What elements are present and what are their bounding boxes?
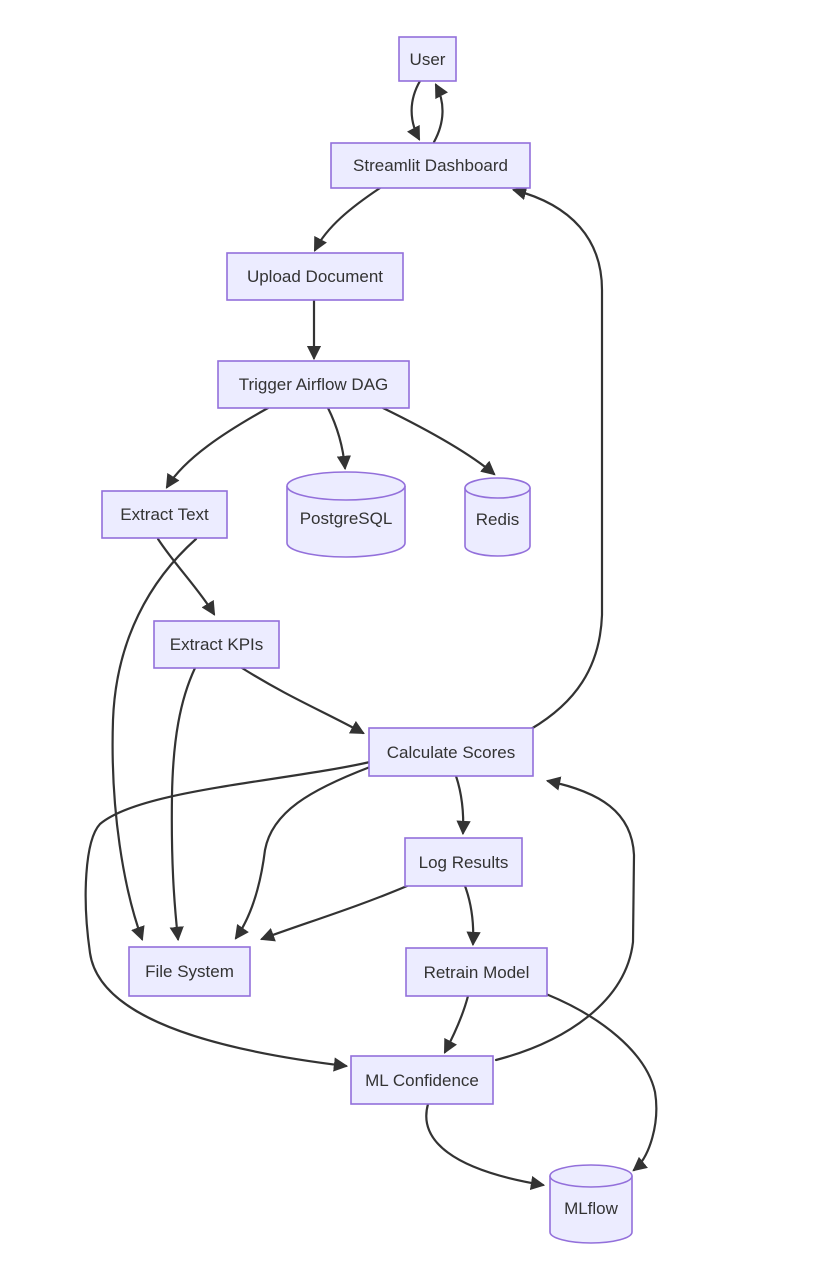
node-user: User [398, 36, 457, 82]
edge-trigger-to-extract-text [165, 406, 270, 489]
edge-log-results-to-retrain-model [463, 884, 481, 947]
edge-streamlit-to-upload [313, 186, 382, 252]
ml-confidence-box [350, 1055, 494, 1105]
postgresql-cylinder-top [286, 471, 406, 501]
trigger-airflow-dag-label: Trigger Airflow DAG [239, 375, 389, 394]
trigger-airflow-dag-box [217, 360, 410, 409]
edge-streamlit-to-user [432, 83, 449, 144]
node-streamlit-dashboard: Streamlit Dashboard [330, 142, 531, 189]
edge-retrain-model-to-ml-confidence [443, 994, 470, 1054]
nodes-layer: User Streamlit Dashboard Upload Document… [101, 36, 633, 1244]
extract-text-box [101, 490, 228, 539]
edge-ml-confidence-to-calculate-scores [494, 776, 636, 1062]
log-results-box [404, 837, 523, 887]
node-trigger-airflow-dag: Trigger Airflow DAG [217, 360, 410, 409]
edge-trigger-to-postgresql [326, 406, 352, 471]
edge-extract-kpis-to-calculate-scores [240, 666, 365, 735]
upload-document-label: Upload Document [247, 267, 383, 286]
node-log-results: Log Results [404, 837, 523, 887]
node-upload-document: Upload Document [226, 252, 404, 301]
edge-log-results-to-file-system [259, 884, 409, 942]
edge-extract-text-to-extract-kpis [156, 537, 216, 616]
ml-confidence-label: ML Confidence [365, 1071, 479, 1090]
edge-extract-kpis-to-file-system [169, 666, 197, 942]
edge-calculate-scores-to-ml-confidence [84, 760, 372, 1072]
file-system-box [128, 946, 251, 997]
mlflow-cylinder-body [549, 1176, 633, 1244]
node-extract-text: Extract Text [101, 490, 228, 539]
postgresql-cylinder-body [286, 486, 406, 558]
edge-ml-confidence-to-mlflow [425, 1102, 546, 1191]
calculate-scores-label: Calculate Scores [387, 743, 516, 762]
edge-calculate-scores-to-file-system [234, 765, 372, 940]
streamlit-dashboard-box [330, 142, 531, 189]
upload-document-box [226, 252, 404, 301]
node-postgresql: PostgreSQL [286, 471, 406, 558]
redis-cylinder-body [464, 488, 531, 557]
calculate-scores-box [368, 727, 534, 777]
edges-layer [84, 79, 658, 1191]
mlflow-label: MLflow [564, 1199, 619, 1218]
extract-kpis-label: Extract KPIs [170, 635, 264, 654]
retrain-model-box [405, 947, 548, 997]
edge-calculate-scores-to-streamlit [511, 186, 604, 731]
user-box [398, 36, 457, 82]
redis-cylinder-top [464, 477, 531, 499]
node-redis: Redis [464, 477, 531, 557]
extract-kpis-box [153, 620, 280, 669]
edge-user-to-streamlit [407, 79, 422, 141]
edge-extract-text-to-file-system [111, 537, 198, 942]
file-system-label: File System [145, 962, 234, 981]
log-results-label: Log Results [419, 853, 509, 872]
extract-text-label: Extract Text [120, 505, 209, 524]
retrain-model-label: Retrain Model [424, 963, 530, 982]
redis-label: Redis [476, 510, 519, 529]
node-file-system: File System [128, 946, 251, 997]
node-mlflow: MLflow [549, 1164, 633, 1244]
streamlit-dashboard-label: Streamlit Dashboard [353, 156, 508, 175]
node-calculate-scores: Calculate Scores [368, 727, 534, 777]
mlflow-cylinder-top [549, 1164, 633, 1188]
node-extract-kpis: Extract KPIs [153, 620, 280, 669]
edge-calculate-scores-to-log-results [454, 774, 471, 836]
node-ml-confidence: ML Confidence [350, 1055, 494, 1105]
user-label: User [410, 50, 446, 69]
node-retrain-model: Retrain Model [405, 947, 548, 997]
edge-trigger-to-redis [381, 406, 496, 476]
edge-retrain-model-to-mlflow [544, 992, 658, 1172]
postgresql-label: PostgreSQL [300, 509, 393, 528]
